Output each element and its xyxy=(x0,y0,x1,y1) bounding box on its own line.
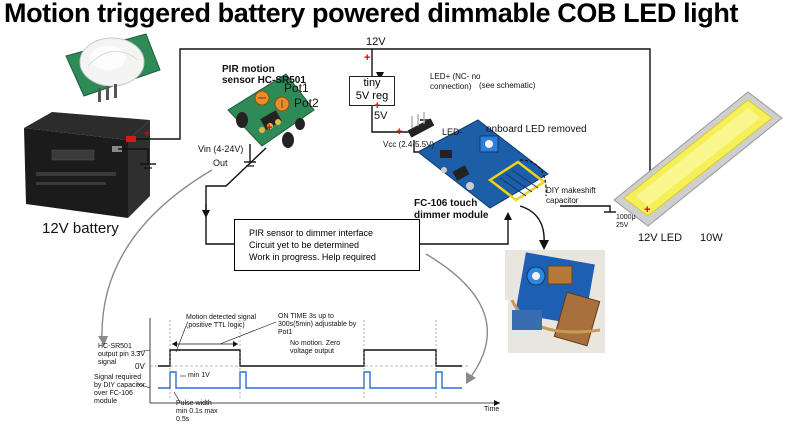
timing-signal2-label: Signal required by DIY capacitor over FC… xyxy=(94,374,146,405)
diy-capacitor-label: DIY makeshift capacitor xyxy=(546,186,596,205)
arrow-head xyxy=(202,210,210,218)
interface-line3: Work in progress. Help required xyxy=(249,252,376,262)
pot1-label: Pot1 xyxy=(284,81,309,95)
vcc-label: Vcc (2.4-5.5V) xyxy=(383,140,435,149)
battery-plus-sign: + xyxy=(144,128,151,140)
pir-plus-sign: + xyxy=(266,122,273,134)
led-minus-label: LED- xyxy=(442,127,463,137)
cob-power-label: 10W xyxy=(700,232,723,244)
arrow-head xyxy=(504,212,512,220)
timing-motion-label: Motion detected signal (positive TTL log… xyxy=(186,314,257,329)
timing-arrow-right xyxy=(425,253,489,379)
timing-no-motion-label: No motion. Zero voltage output xyxy=(290,340,341,355)
supply-12v-label: 12V xyxy=(366,36,386,48)
vcc-plus-sign: + xyxy=(396,126,403,138)
timing-diagram xyxy=(88,300,508,416)
reg-out-plus-sign: + xyxy=(374,100,381,112)
photo-arrow xyxy=(519,205,545,245)
timing-pulse-width-label: Pulse width min 0.1s max 0.5s xyxy=(176,400,218,423)
battery-image xyxy=(24,112,150,218)
pir-sensor-image xyxy=(65,33,161,102)
5v-regulator-box: tiny 5V reg xyxy=(349,76,395,106)
wires xyxy=(118,48,651,245)
arrow-head xyxy=(98,336,108,346)
ground-symbols xyxy=(144,165,254,169)
cob-led-image xyxy=(613,91,783,227)
modified-module-photo xyxy=(505,250,605,353)
vin-label: Vin (4-24V) xyxy=(198,144,244,154)
regulator-label-line2: 5V reg xyxy=(355,90,389,102)
timing-time-axis-label: Time xyxy=(484,406,500,413)
battery-label: 12V battery xyxy=(42,220,119,237)
pir-board-image xyxy=(227,73,315,148)
interface-box: PIR sensor to dimmer interface Circuit y… xyxy=(234,219,420,271)
arrow-head xyxy=(466,372,476,384)
timing-on-time-label: ON TIME 3s up to 300s(5min) adjustable b… xyxy=(278,313,357,336)
timing-signal1-label: HC-SR501 output pin 3.3V signal xyxy=(98,343,146,366)
pot2-label: Pot2 xyxy=(294,96,319,110)
cob-led-label: 12V LED xyxy=(638,232,683,244)
reg-out-label: 5V xyxy=(374,110,388,122)
timing-arrow-left xyxy=(101,169,213,339)
timing-min1v-label: min 1V xyxy=(188,372,210,379)
pir-sensor-label: PIR motion sensor HC-SR501 xyxy=(222,64,306,86)
dimmer-module-image xyxy=(407,112,549,209)
dimmer-module-label: FC-106 touch dimmer module xyxy=(414,198,489,221)
interface-line1: PIR sensor to dimmer interface xyxy=(249,228,374,238)
timing-zero-v-label: 0V xyxy=(135,362,145,371)
regulator-label-line1: tiny xyxy=(363,77,381,89)
arrow-head xyxy=(539,240,549,250)
led-plus-label: LED+ (NC- no connection) xyxy=(430,72,481,91)
reg-plus-sign: + xyxy=(364,52,371,64)
cap-marking-label: 1000μ 25V xyxy=(616,214,636,229)
interface-line2: Circuit yet to be determined xyxy=(249,240,360,250)
see-schematic-label: (see schematic) xyxy=(479,81,536,90)
led-plus-sign: + xyxy=(644,204,651,216)
out-label: Out xyxy=(213,158,228,168)
onboard-led-label: onboard LED removed xyxy=(486,124,587,135)
page-title: Motion triggered battery powered dimmabl… xyxy=(4,0,739,28)
